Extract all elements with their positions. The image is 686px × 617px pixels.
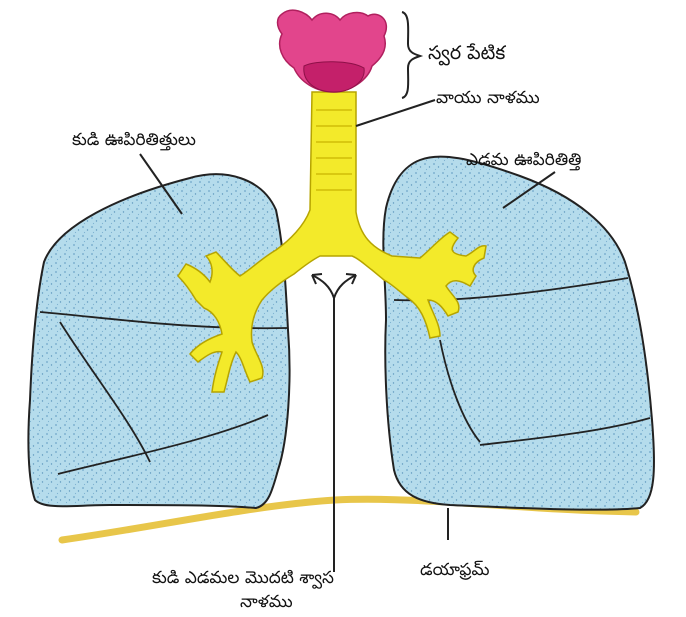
right-lung-label: కుడి ఊపిరితిత్తులు <box>72 130 196 150</box>
larynx <box>278 10 387 92</box>
larynx-label: స్వర పేటిక <box>428 42 505 65</box>
left-lung <box>383 157 654 510</box>
diaphragm-label: డయాఫ్రమ్ <box>420 560 489 580</box>
bronchi-label-line1: కుడి ఎడమల మొదటి శ్వాస <box>152 568 334 588</box>
bronchi-label-line2: నాళము <box>240 592 293 612</box>
trachea-pointer <box>356 100 435 126</box>
trachea-label: వాయు నాళము <box>436 88 540 108</box>
larynx-bracket <box>402 12 420 98</box>
left-lung-label: ఎడమ ఊపిరితిత్తి <box>466 150 581 170</box>
bronchi-pointer <box>312 274 356 572</box>
